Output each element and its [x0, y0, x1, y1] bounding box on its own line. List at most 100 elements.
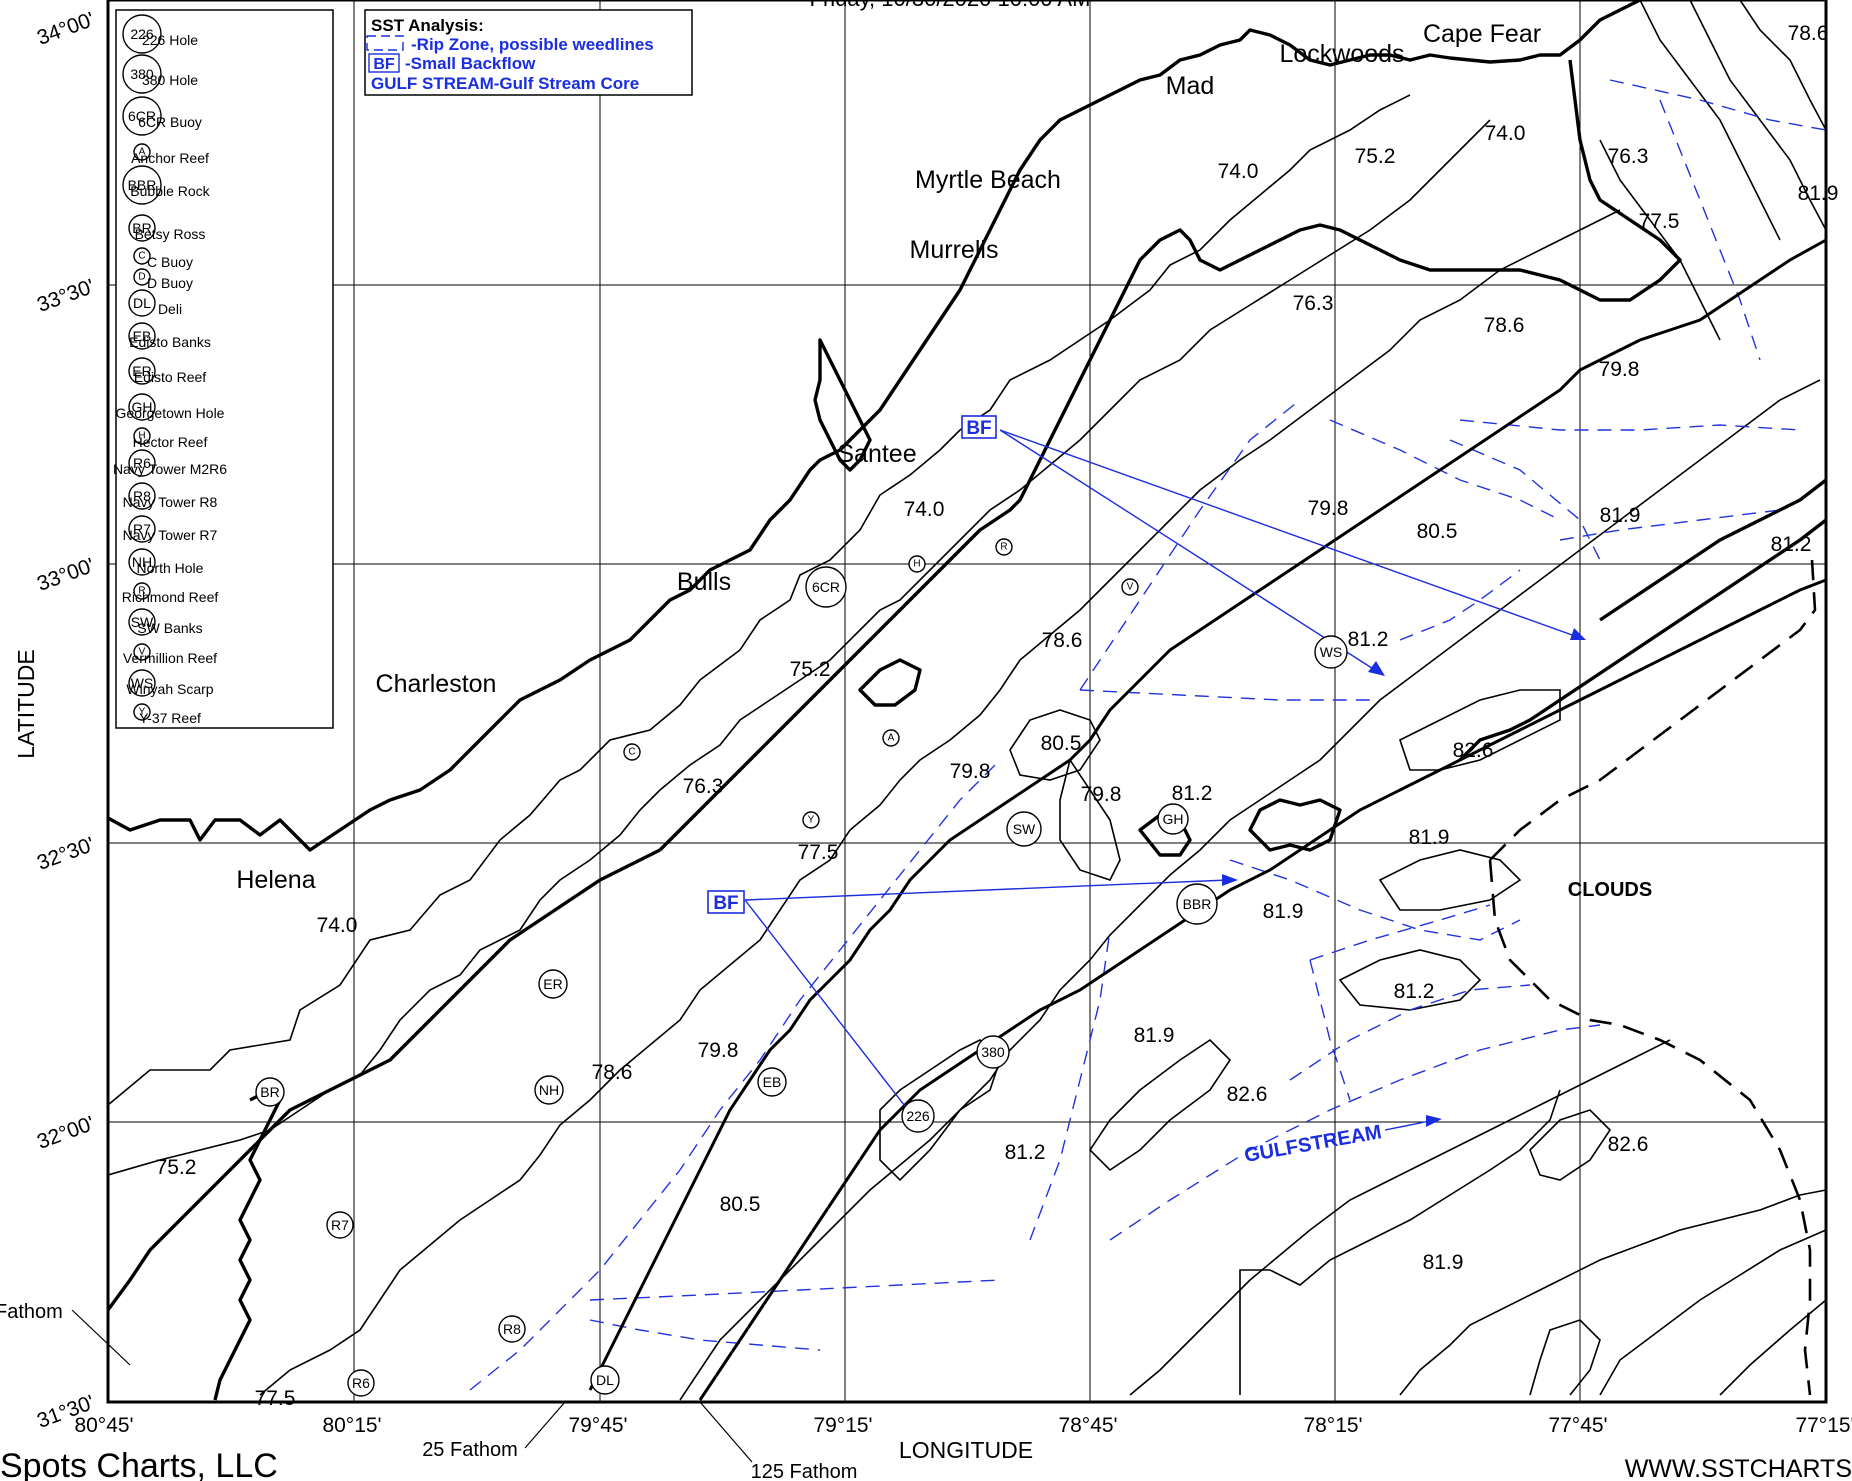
backflow-arrows — [744, 429, 1586, 1111]
lon-tick-labels: 80°45' 80°15' 79°45' 79°15' 78°45' 78°15… — [74, 1414, 1852, 1437]
svg-text:74.0: 74.0 — [1218, 160, 1259, 183]
svg-text:77.5: 77.5 — [255, 1387, 296, 1410]
marker-dl[interactable]: DL — [590, 1365, 620, 1395]
rip-zones — [469, 79, 1827, 1391]
svg-text:R: R — [1000, 542, 1007, 553]
gulfstream-label: GULFSTREAM — [1243, 1121, 1384, 1167]
svg-text:81.9: 81.9 — [1798, 182, 1839, 205]
marker-a[interactable]: A — [882, 729, 900, 747]
svg-text:SW: SW — [1013, 821, 1036, 837]
svg-text:380: 380 — [981, 1044, 1005, 1060]
marker-380[interactable]: 380 — [976, 1035, 1010, 1069]
marker-bbr[interactable]: BBR — [1176, 883, 1218, 925]
legend-label: Edisto Banks — [129, 334, 211, 350]
fathom-25-label: 25 Fathom — [422, 1439, 518, 1461]
legend-symbol-icon — [128, 515, 156, 543]
svg-text:81.9: 81.9 — [1409, 826, 1450, 849]
marker-sw[interactable]: SW — [1006, 811, 1042, 847]
svg-text:32°00': 32°00' — [34, 1112, 97, 1154]
svg-text:79°15': 79°15' — [813, 1414, 872, 1437]
legend-symbol-icon — [122, 165, 162, 205]
legend-code: R7 — [133, 521, 151, 537]
marker-eb[interactable]: EB — [757, 1067, 787, 1097]
marker-er[interactable]: ER — [538, 969, 568, 999]
legend-symbol-icon — [128, 608, 156, 636]
place-cape-fear: Cape Fear — [1423, 20, 1541, 48]
legend-symbol-icon — [133, 582, 151, 600]
legend-symbol-icon — [122, 54, 162, 94]
legend-label: Navy Tower R7 — [123, 527, 218, 543]
legend-code: NH — [132, 554, 152, 570]
legend-label: Richmond Reef — [122, 589, 219, 605]
legend-symbol-icon — [128, 357, 156, 385]
marker-y[interactable]: Y — [802, 811, 820, 829]
marker-br[interactable]: BR — [255, 1077, 285, 1107]
svg-text:V: V — [1127, 582, 1134, 593]
marker-226[interactable]: 226 — [901, 1099, 935, 1133]
marker-c[interactable]: C — [623, 743, 641, 761]
svg-text:78.6: 78.6 — [1788, 22, 1829, 45]
legend-code: 6CR — [128, 108, 156, 124]
marker-r7[interactable]: R7 — [326, 1211, 354, 1239]
legend-label: 226 Hole — [142, 32, 198, 48]
legend-code: BBR — [128, 177, 157, 193]
legend-symbol-icon — [128, 482, 156, 510]
legend-label: Hector Reef — [133, 434, 208, 450]
svg-text:81.2: 81.2 — [1394, 980, 1435, 1003]
svg-text:81.9: 81.9 — [1263, 900, 1304, 923]
graticule — [108, 0, 1826, 1402]
svg-text:81.9: 81.9 — [1134, 1024, 1175, 1047]
marker-ws[interactable]: WS — [1314, 635, 1348, 669]
marker-h[interactable]: H — [908, 555, 926, 573]
legend-code: R8 — [133, 488, 151, 504]
marker-v[interactable]: V — [1121, 578, 1139, 596]
svg-text:77.5: 77.5 — [798, 841, 839, 864]
marker-gh[interactable]: GH — [1157, 803, 1189, 835]
legend-symbol-icon — [133, 643, 151, 661]
svg-text:75.2: 75.2 — [156, 1156, 197, 1179]
legend-symbol-icon — [122, 14, 162, 54]
fathom-125-label: 125 Fathom — [751, 1461, 858, 1481]
svg-text:80.5: 80.5 — [1041, 732, 1082, 755]
place-mad: Mad — [1166, 72, 1215, 100]
clouds-boundary — [1488, 859, 1812, 1396]
svg-text:74.0: 74.0 — [1485, 122, 1526, 145]
legend-symbol-icon — [133, 247, 151, 265]
svg-text:74.0: 74.0 — [317, 914, 358, 937]
marker-nh[interactable]: NH — [534, 1075, 564, 1105]
marker-r8[interactable]: R8 — [498, 1315, 526, 1343]
legend-code: R — [138, 586, 145, 597]
analysis-bf-code: BF — [373, 56, 395, 73]
svg-text:79°45': 79°45' — [568, 1414, 627, 1437]
svg-text:NH: NH — [539, 1082, 559, 1098]
legend-label: C Buoy — [147, 254, 193, 270]
gulf-stream-core — [588, 238, 1827, 1391]
svg-text:80.5: 80.5 — [1417, 520, 1458, 543]
legend-label: Winyah Scarp — [126, 681, 213, 697]
marker-6cr[interactable]: 6CR — [805, 566, 847, 608]
date-text: Friday, 10/30/2020 10:00 AM — [810, 0, 1091, 11]
legend-code: WS — [131, 675, 154, 691]
legend-code: H — [138, 431, 145, 442]
svg-text:81.2: 81.2 — [1348, 628, 1389, 651]
marker-r6[interactable]: R6 — [347, 1369, 375, 1397]
legend-symbol-icon — [128, 322, 156, 350]
temperature-labels: 78.6 74.0 75.2 74.0 76.3 77.5 81.9 76.3 … — [156, 22, 1839, 1410]
legend-code: SW — [131, 614, 154, 630]
svg-text:81.2: 81.2 — [1771, 533, 1812, 556]
svg-text:77.5: 77.5 — [1639, 210, 1680, 233]
legend-symbol-icon — [133, 143, 151, 161]
marker-r[interactable]: R — [995, 538, 1013, 556]
svg-text:DL: DL — [596, 1372, 614, 1388]
svg-text:BBR: BBR — [1183, 896, 1212, 912]
legend-code: ER — [132, 363, 151, 379]
